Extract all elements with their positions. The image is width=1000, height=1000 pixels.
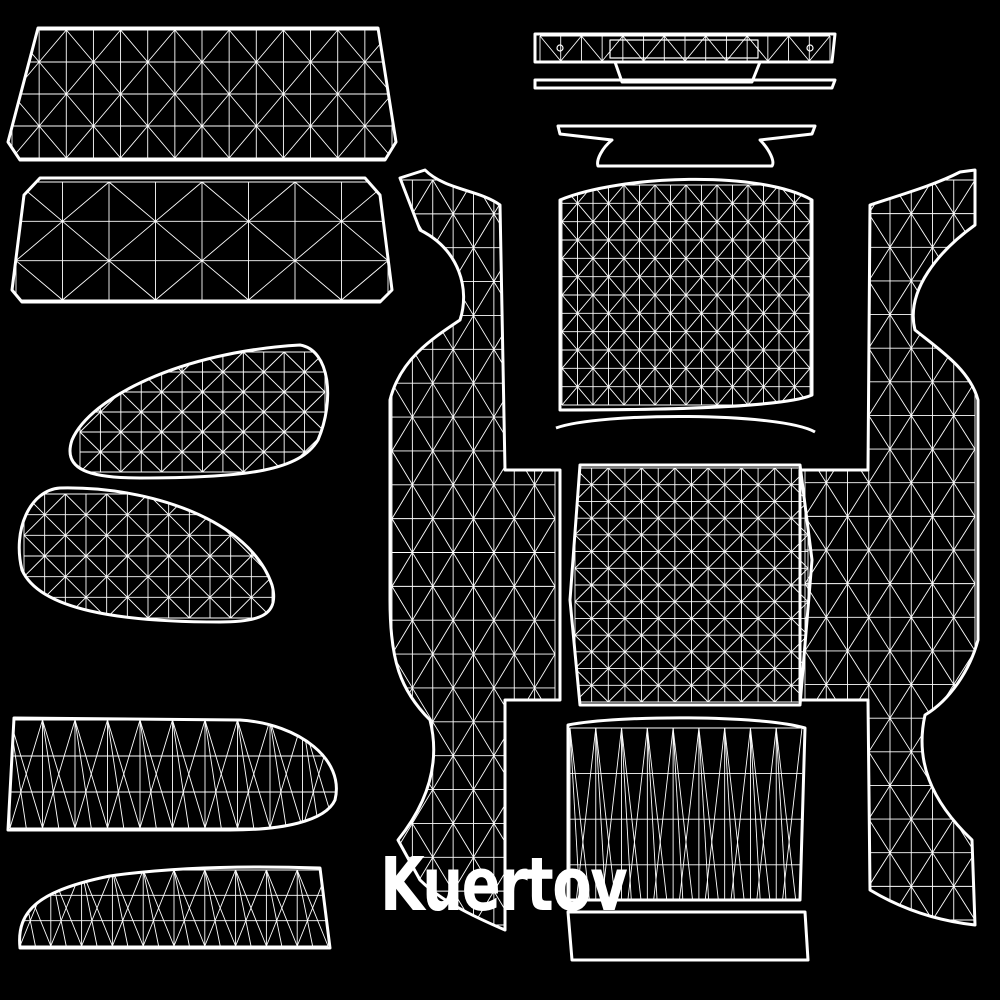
windshield-mesh xyxy=(6,26,398,162)
hood-mesh xyxy=(555,177,816,434)
rear-window-mesh xyxy=(10,176,394,304)
side-window-mesh-lower xyxy=(18,865,332,950)
signature-watermark: Kuertov xyxy=(380,842,628,928)
side-window-mesh-upper xyxy=(6,716,338,832)
rear-spoiler-mesh xyxy=(556,124,817,168)
roof-mesh xyxy=(568,463,814,707)
front-bumper-mesh xyxy=(533,32,837,90)
trunk-mesh xyxy=(566,716,810,962)
